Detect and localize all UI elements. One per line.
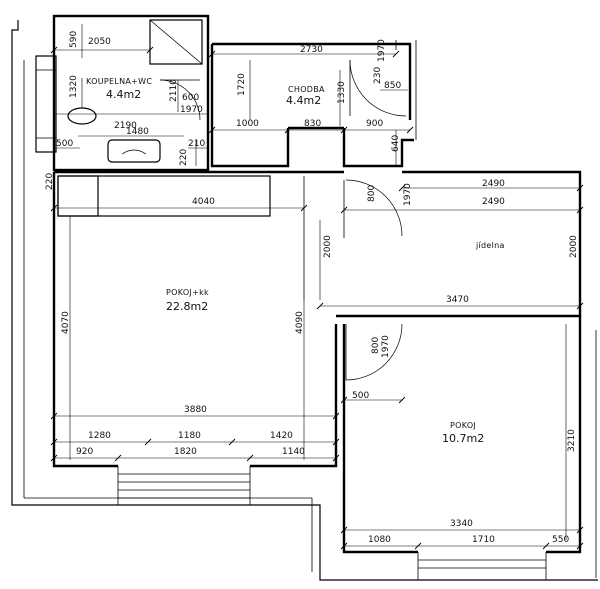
dim-920: 920 <box>76 447 93 457</box>
dim-3880: 3880 <box>184 405 207 415</box>
dim-2000-left: 2000 <box>323 235 333 258</box>
bedroom-area: 10.7m2 <box>442 432 484 445</box>
dim-590: 590 <box>69 31 79 48</box>
dim-1080: 1080 <box>368 535 391 545</box>
dim-1480: 1480 <box>126 127 149 137</box>
dim-2490-bottom: 2490 <box>482 197 505 207</box>
corridor-name: CHODBA <box>288 85 325 94</box>
dim-550: 550 <box>552 535 569 545</box>
dim-830: 830 <box>304 119 321 129</box>
dim-3340: 3340 <box>450 519 473 529</box>
dim-4070: 4070 <box>61 311 71 334</box>
corridor-walls <box>210 40 417 168</box>
dim-2000-right: 2000 <box>569 235 579 258</box>
dim-2490-top: 2490 <box>482 179 505 189</box>
bathroom-name: KOUPELNA+WC <box>86 77 152 86</box>
dim-1330: 1330 <box>337 81 347 104</box>
dim-1970-dining: 1970 <box>403 183 413 206</box>
window-living <box>117 466 251 505</box>
dim-4040: 4040 <box>192 197 215 207</box>
living-area: 22.8m2 <box>166 300 208 313</box>
dimension-ticks <box>50 46 584 550</box>
corridor-area: 4.4m2 <box>286 94 321 107</box>
dim-2190: 2190 <box>114 121 137 131</box>
dim-1420: 1420 <box>270 431 293 441</box>
dim-2050: 2050 <box>88 37 111 47</box>
bedroom-name: POKOJ <box>450 421 476 430</box>
bathroom-walls <box>35 14 210 172</box>
dim-3470: 3470 <box>446 295 469 305</box>
dim-1000: 1000 <box>236 119 259 129</box>
dim-4090: 4090 <box>295 311 305 334</box>
dim-220-wall: 220 <box>45 173 55 190</box>
dim-1970-bed: 1970 <box>381 335 391 358</box>
dimension-lines <box>54 24 581 547</box>
living-name: POKOJ+kk <box>166 288 209 297</box>
dim-2730: 2730 <box>300 45 323 55</box>
dim-230: 230 <box>373 67 383 84</box>
living-room-walls <box>52 170 344 468</box>
dim-1970-bath: 1970 <box>180 105 203 115</box>
dim-2110: 2110 <box>169 79 179 102</box>
dim-1140: 1140 <box>282 447 305 457</box>
bathroom-area: 4.4m2 <box>106 88 141 101</box>
dim-500-bath: 500 <box>56 139 73 149</box>
dim-640: 640 <box>391 135 401 152</box>
dim-1320: 1320 <box>69 75 79 98</box>
dim-600: 600 <box>182 93 199 103</box>
dim-220-bath: 220 <box>179 149 189 166</box>
dim-1970-corr: 1970 <box>377 39 387 62</box>
dining-name: jídelna <box>475 241 505 250</box>
dim-850: 850 <box>384 81 401 91</box>
dim-3210: 3210 <box>567 429 577 452</box>
dim-1820: 1820 <box>174 447 197 457</box>
dim-1180: 1180 <box>178 431 201 441</box>
dim-900: 900 <box>366 119 383 129</box>
dim-800-bed: 800 <box>371 337 381 354</box>
window-bedroom <box>417 552 547 580</box>
dim-210: 210 <box>188 139 205 149</box>
dim-500-bed: 500 <box>352 391 369 401</box>
dim-800-dining: 800 <box>367 185 377 202</box>
dim-1720: 1720 <box>237 73 247 96</box>
dim-1280: 1280 <box>88 431 111 441</box>
dim-1710: 1710 <box>472 535 495 545</box>
